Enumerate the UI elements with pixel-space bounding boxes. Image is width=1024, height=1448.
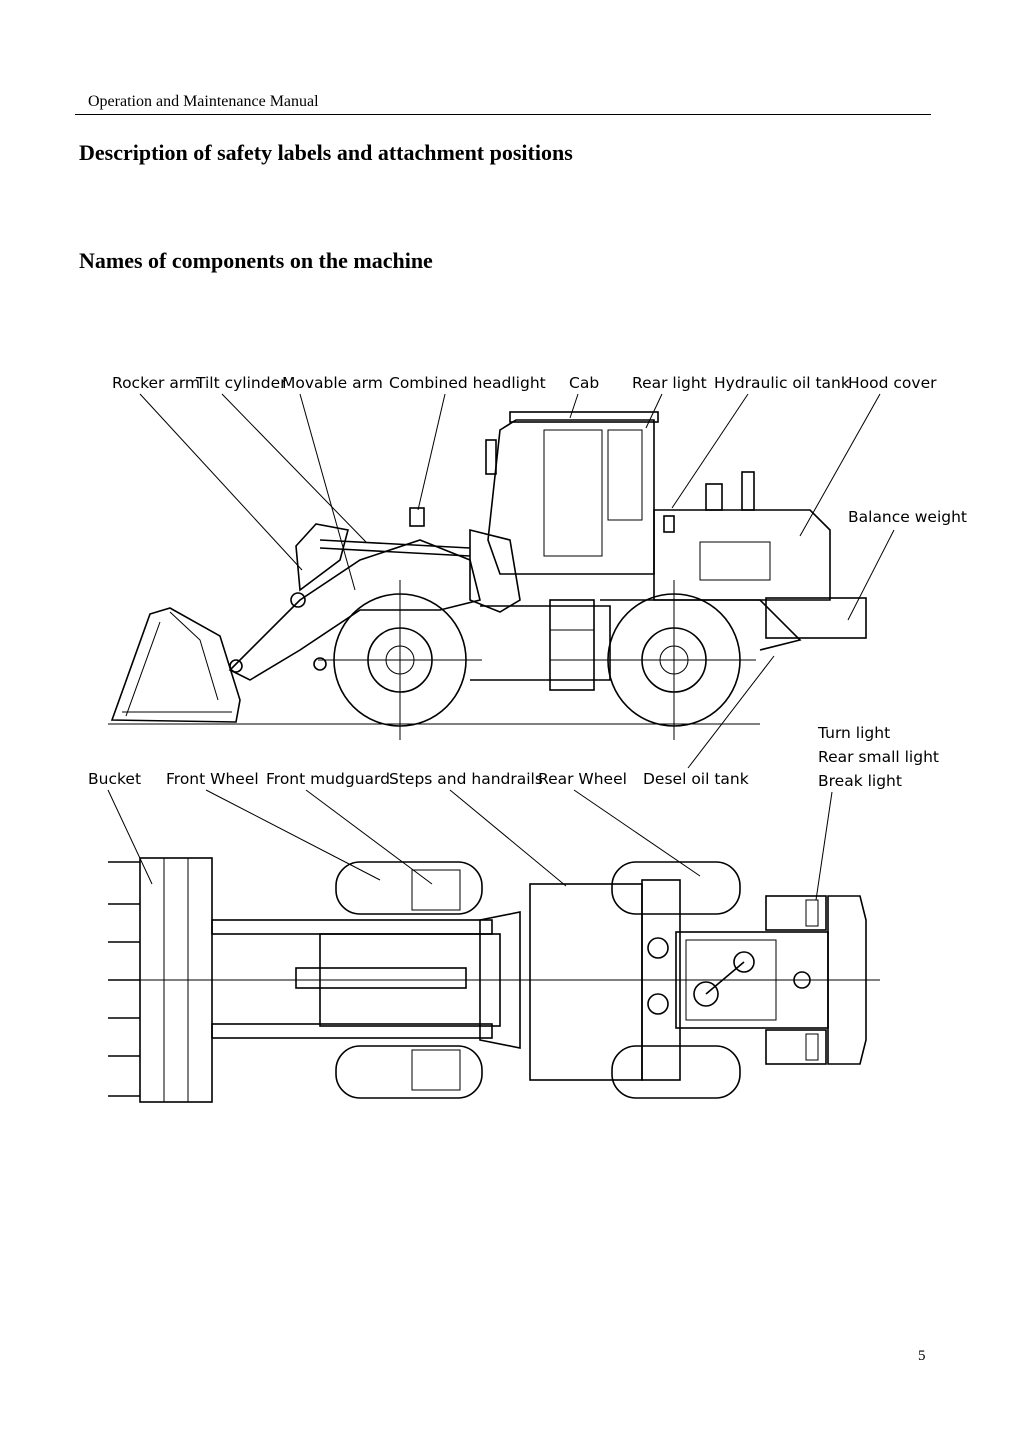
label-steps-and-handrails: Steps and handrails (389, 770, 543, 788)
heading-components: Names of components on the machine (79, 248, 433, 273)
running-header: Operation and Maintenance Manual (88, 93, 319, 110)
side-view-machine (108, 411, 867, 740)
label-front-mudguard: Front mudguard (266, 770, 390, 788)
label-desel-oil-tank: Desel oil tank (643, 770, 749, 788)
label-turn-light: Turn light (817, 724, 890, 742)
label-movable-arm: Movable arm (282, 374, 383, 392)
top-view-leader-lines (107, 789, 833, 901)
label-rear-wheel: Rear Wheel (538, 770, 627, 788)
label-break-light: Break light (818, 772, 902, 790)
header-rule (75, 114, 931, 115)
top-view-machine (108, 857, 880, 1103)
label-cab: Cab (569, 374, 599, 392)
label-balance-weight: Balance weight (848, 508, 967, 526)
label-rear-small-light: Rear small light (818, 748, 939, 766)
label-front-wheel: Front Wheel (166, 770, 259, 788)
label-rocker-arm: Rocker arm (112, 374, 200, 392)
label-bucket: Bucket (88, 770, 141, 788)
label-hood-cover: Hood cover (848, 374, 937, 392)
page-number: 5 (918, 1348, 926, 1364)
label-hydraulic-oil-tank: Hydraulic oil tank (714, 374, 850, 392)
label-tilt-cylinder: Tilt cylinder (195, 374, 287, 392)
label-combined-headlight: Combined headlight (389, 374, 546, 392)
label-rear-light: Rear light (632, 374, 707, 392)
heading-safety-labels: Description of safety labels and attachm… (79, 140, 573, 165)
